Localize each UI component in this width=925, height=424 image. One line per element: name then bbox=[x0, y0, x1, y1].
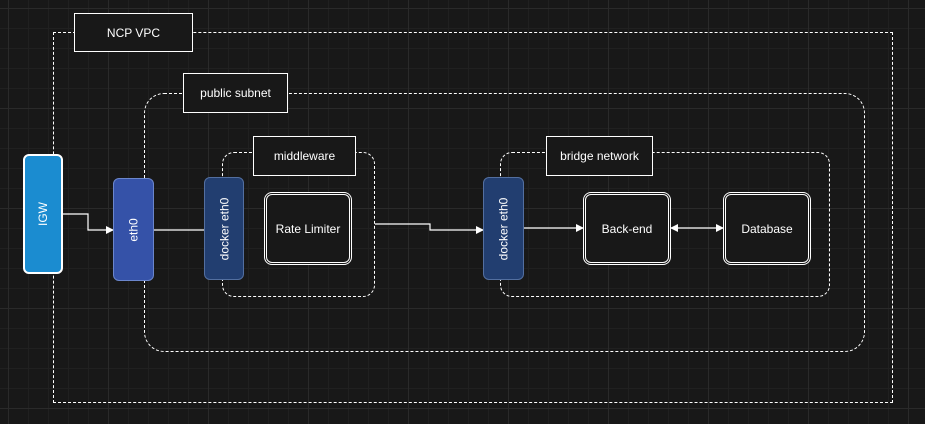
bridge-network-label: bridge network bbox=[546, 136, 653, 176]
rate-limiter-node[interactable]: Rate Limiter bbox=[264, 192, 352, 265]
database-label: Database bbox=[741, 221, 793, 236]
igw-label: IGW bbox=[36, 202, 50, 226]
backend-node[interactable]: Back-end bbox=[583, 192, 671, 265]
rate-limiter-label: Rate Limiter bbox=[275, 221, 341, 236]
middleware-label-text: middleware bbox=[273, 149, 336, 163]
eth0-node[interactable]: eth0 bbox=[113, 178, 154, 281]
vpc-label: NCP VPC bbox=[74, 13, 193, 52]
vpc-label-text: NCP VPC bbox=[106, 25, 161, 40]
public-subnet-label-text: public subnet bbox=[200, 86, 271, 100]
backend-label: Back-end bbox=[601, 221, 653, 236]
docker-eth0-middleware-node[interactable]: docker eth0 bbox=[204, 177, 244, 280]
docker-eth0-bridge-label: docker eth0 bbox=[496, 197, 511, 260]
bridge-network-label-text: bridge network bbox=[560, 149, 639, 163]
docker-eth0-bridge-node[interactable]: docker eth0 bbox=[483, 177, 524, 280]
eth0-label: eth0 bbox=[126, 217, 141, 242]
public-subnet-label: public subnet bbox=[183, 73, 288, 113]
docker-eth0-middleware-label: docker eth0 bbox=[217, 197, 231, 260]
middleware-label: middleware bbox=[253, 136, 356, 176]
igw-node[interactable]: IGW bbox=[23, 154, 63, 274]
database-node[interactable]: Database bbox=[723, 192, 811, 265]
